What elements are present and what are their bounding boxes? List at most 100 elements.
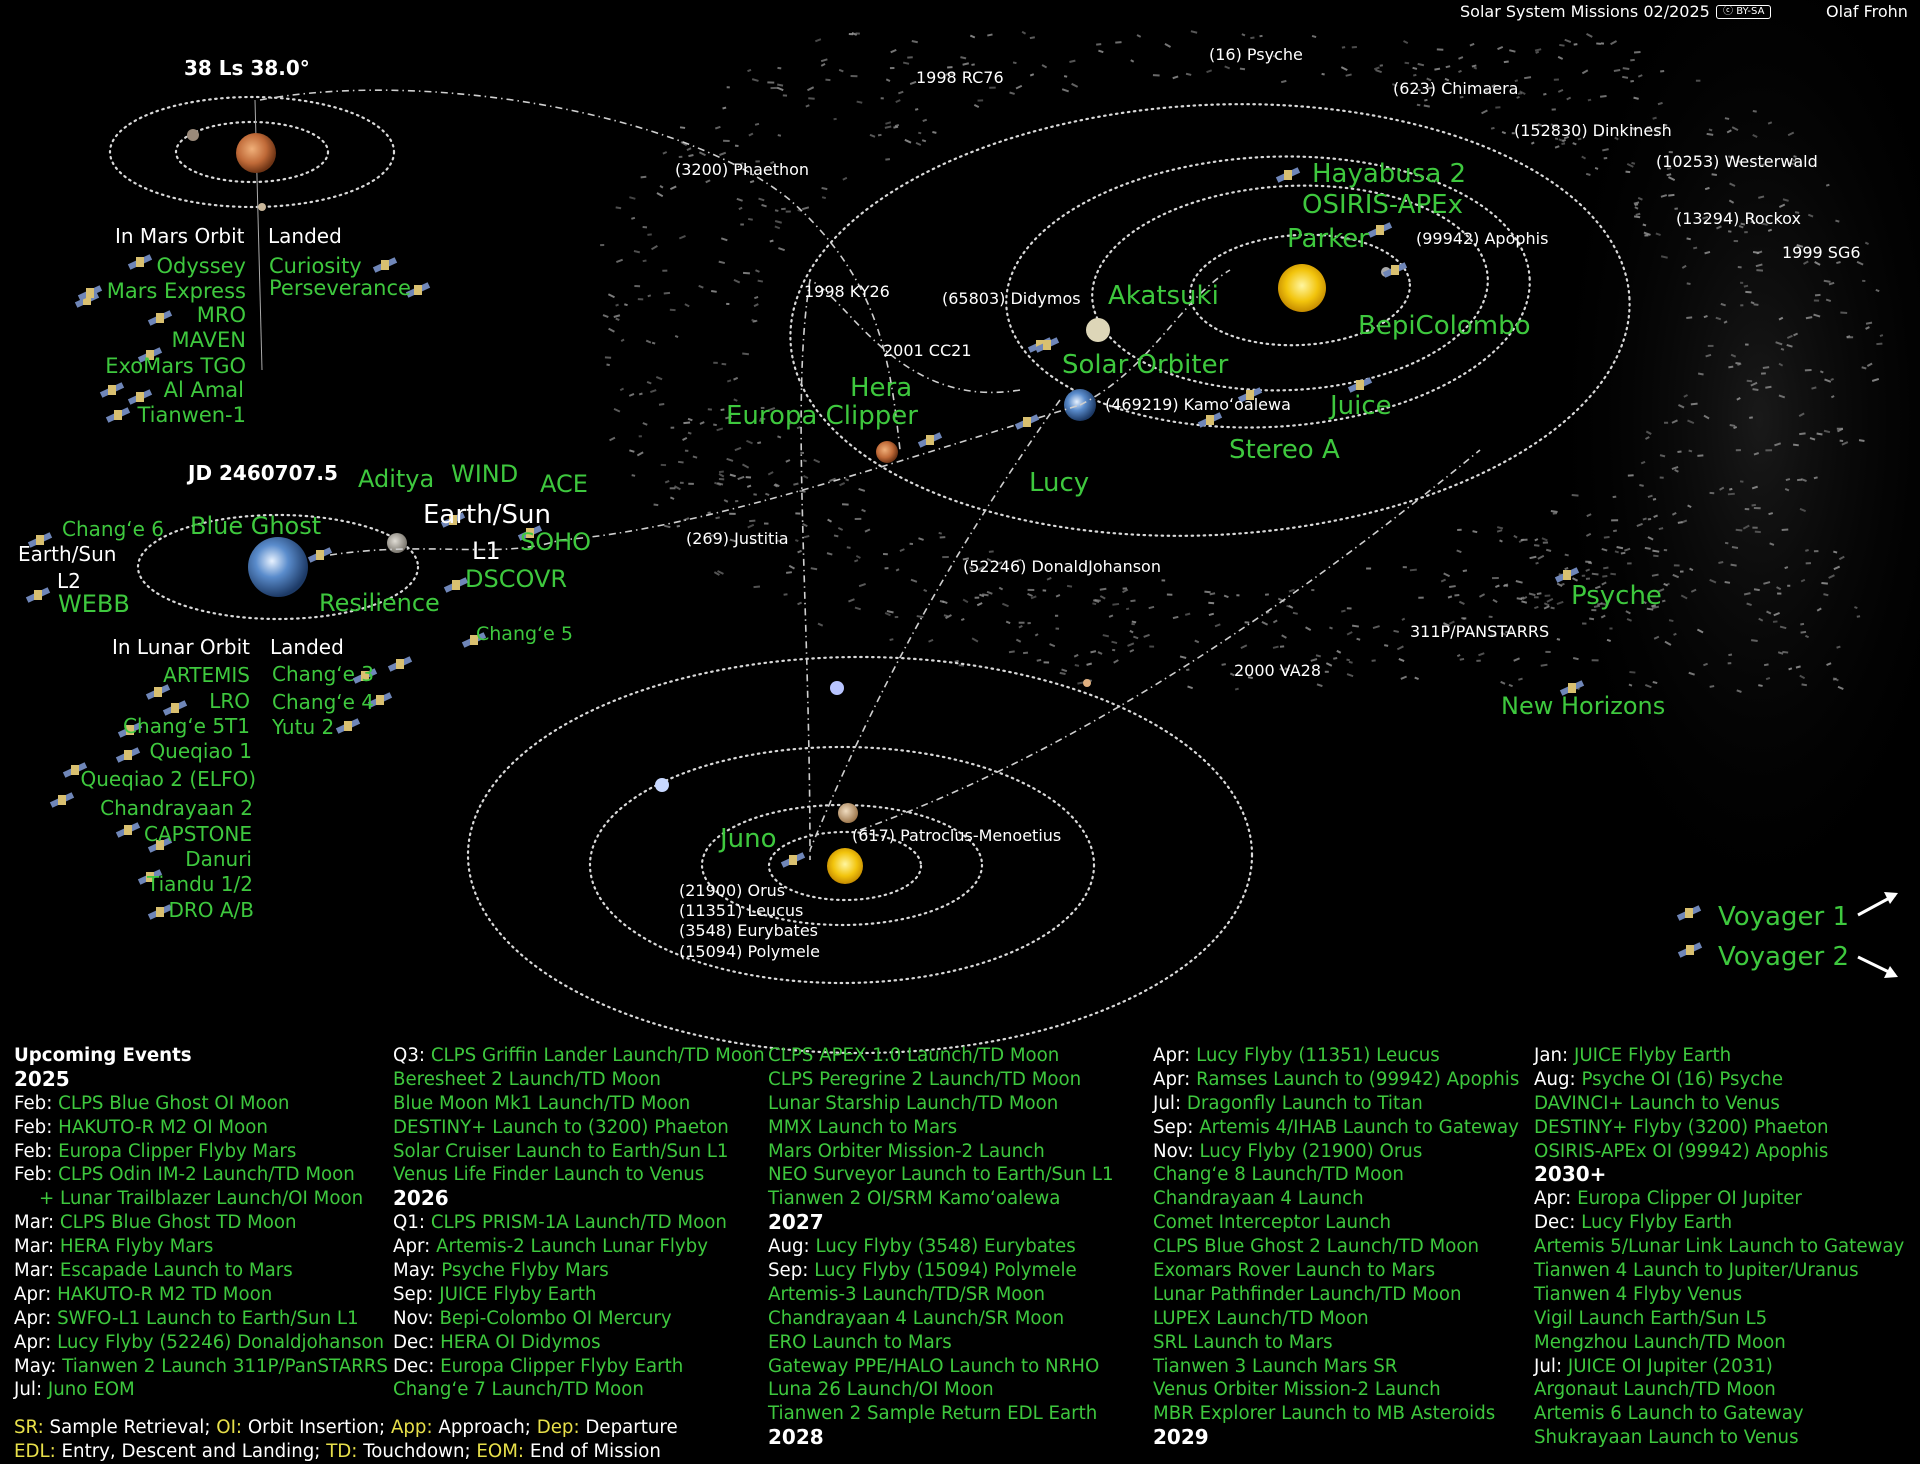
voyager-2-arrowhead [1884, 966, 1898, 978]
asteroid-dot [802, 523, 808, 528]
event-row: + Lunar Trailblazer Launch/OI Moon [14, 1187, 388, 1211]
asteroid-dot [1858, 439, 1865, 442]
asteroid-dot [1503, 60, 1509, 64]
asteroid-dot [1459, 657, 1465, 661]
cc-icon: ⓒ [1723, 6, 1733, 17]
asteroid-dot [1742, 524, 1750, 530]
asteroid-dot [1061, 668, 1068, 673]
asteroid-dot [716, 427, 724, 432]
asteroid-dot [1600, 42, 1605, 45]
asteroid-dot [1492, 598, 1498, 604]
earth-link-line [329, 404, 1081, 556]
event-row: DESTINY+ Launch to (3200) Phaeton [393, 1116, 765, 1140]
event-row: Tianwen 2 Sample Return EDL Earth [768, 1402, 1114, 1426]
asteroid-dot [861, 508, 866, 513]
asteroid-dot [1711, 173, 1718, 176]
event-text: Europa Clipper OI Jupiter [1577, 1188, 1802, 1210]
asteroid-dot [969, 34, 976, 39]
asteroid-dot [1077, 681, 1084, 685]
near-earth-mission-label: Chang‘e 5 [476, 623, 573, 645]
asteroid-dot [1244, 621, 1250, 624]
asteroid-dot [895, 568, 900, 572]
asteroid-dot [1533, 596, 1539, 599]
asteroid-dot [797, 549, 802, 554]
spacecraft-icon [147, 904, 173, 920]
event-month: Mar: [14, 1260, 55, 1282]
asteroid-dot [1015, 638, 1022, 643]
asteroid-dot [803, 459, 807, 463]
asteroid-dot [837, 527, 844, 531]
asteroid-dot [1729, 423, 1736, 427]
asteroid-dot [1444, 77, 1450, 82]
event-text: Solar Cruiser Launch to Earth/Sun L1 [393, 1140, 729, 1162]
asteroid-dot [646, 380, 652, 385]
asteroid-dot [642, 225, 648, 229]
asteroid-dot [1401, 617, 1406, 621]
asteroid-dot [1800, 622, 1805, 626]
asteroid-dot [1556, 638, 1561, 641]
asteroid-dot [1130, 599, 1136, 603]
juno-label: Juno [718, 824, 777, 854]
asteroid-dot [1681, 519, 1688, 524]
asteroid-dot [1561, 142, 1566, 146]
event-row: Jan: JUICE Flyby Earth [1534, 1044, 1904, 1068]
asteroid-dot [820, 62, 826, 67]
event-month: Apr: [14, 1307, 52, 1329]
asteroid-dot [884, 125, 892, 129]
asteroid-dot [1288, 604, 1294, 609]
asteroid-dot [1800, 578, 1806, 583]
asteroid-dot [1689, 567, 1694, 572]
event-text: Lucy Flyby (3548) Eurybates [815, 1236, 1076, 1258]
asteroid-label: (152830) Dinkinesh [1514, 121, 1672, 140]
asteroid-dot [1535, 561, 1539, 565]
event-text: SRL Launch to Mars [1153, 1331, 1333, 1353]
asteroid-dot [1680, 594, 1688, 600]
asteroid-dot [1543, 92, 1547, 96]
asteroid-dot [1554, 137, 1559, 141]
spacecraft-icon [440, 512, 466, 528]
asteroid-dot [670, 426, 675, 429]
asteroid-dot [1613, 529, 1617, 533]
asteroid-dot [947, 66, 953, 69]
l1-mission-label: ACE [540, 470, 588, 498]
asteroid-dot [1737, 265, 1742, 269]
asteroid-dot [659, 185, 664, 189]
asteroid-dot [1681, 264, 1687, 269]
outer-link-line [800, 278, 1021, 861]
asteroid-dot [765, 492, 770, 497]
saturn-icon [830, 681, 844, 695]
spacecraft-icon [137, 347, 163, 363]
asteroid-dot [1793, 155, 1797, 158]
asteroid-dot [1544, 594, 1551, 597]
event-text: Tianwen 2 Launch 311P/PanSTARRS [62, 1355, 388, 1377]
asteroid-dot [1591, 659, 1599, 662]
asteroid-dot [1111, 640, 1118, 645]
asteroid-dot [1609, 627, 1613, 630]
asteroid-dot [1129, 629, 1134, 634]
asteroid-dot [1373, 66, 1380, 71]
asteroid-dot [1854, 606, 1858, 610]
earth-venus-line [1079, 269, 1231, 406]
asteroid-dot [1495, 106, 1501, 109]
asteroid-dot [1055, 594, 1061, 598]
asteroid-dot [615, 206, 622, 210]
asteroid-dot [749, 519, 756, 523]
asteroid-label: 311P/PANSTARRS [1410, 622, 1549, 641]
asteroid-dot [1879, 334, 1884, 338]
asteroid-dot [720, 237, 728, 242]
asteroid-dot [1564, 566, 1569, 571]
asteroid-dot [1513, 657, 1520, 662]
asteroid-dot [1069, 59, 1076, 64]
asteroid-dot [1616, 546, 1624, 550]
asteroid-dot [928, 638, 934, 643]
asteroid-dot [1214, 623, 1221, 628]
event-row: Tianwen 4 Flyby Venus [1534, 1283, 1904, 1307]
event-row: Lunar Starship Launch/TD Moon [768, 1092, 1114, 1116]
asteroid-dot [1752, 109, 1757, 113]
asteroid-dot [1836, 261, 1841, 265]
author-name: Olaf Frohn [1826, 2, 1908, 21]
asteroid-dot [753, 303, 759, 308]
inner-mission-label: New Horizons [1501, 692, 1665, 720]
event-text: Lucy Flyby (52246) Donaldjohanson [57, 1331, 385, 1353]
asteroid-dot [918, 131, 922, 135]
